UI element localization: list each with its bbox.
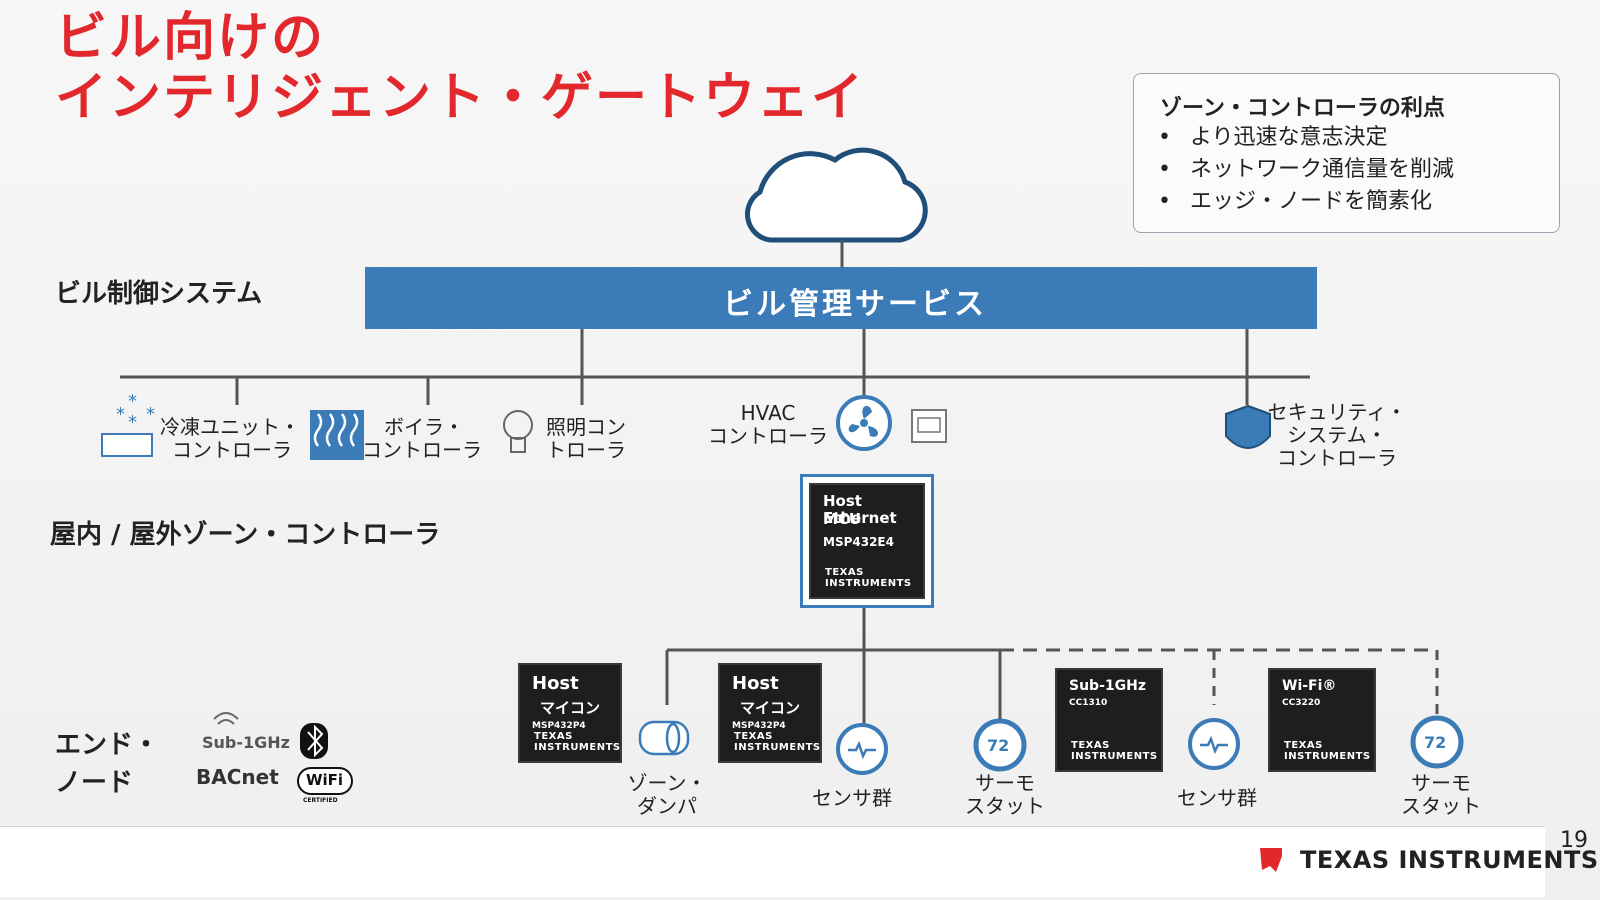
ti-chip-logo: TEXAS INSTRUMENTS [1284,740,1371,762]
sub1ghz-logo-text: Sub-1GHz [202,733,290,752]
chip-subtitle: マイコン [540,699,601,717]
thermostat-label-1: サーモ スタット [960,772,1050,818]
fan-icon [836,395,892,451]
chip-title: Host [732,673,779,694]
label-line: トローラ [546,438,626,462]
thermostat-icon [1410,715,1464,769]
slide-title: ビル向けの インテリジェント・ゲートウェイ [55,8,865,128]
host-ethernet-mcu: Host Ethernet MCU MSP432E4 TEXAS INSTRUM… [800,474,934,608]
ti-logo-icon [1260,848,1282,872]
label-line: ゾーン・ [627,771,707,795]
label-line: サーモ [975,771,1035,795]
thermostat-label-2: サーモ スタット [1396,772,1486,818]
chip-title: Sub-1GHz [1069,678,1146,694]
zone-damper-icon [638,720,690,756]
label-line: サーモ [1411,771,1471,795]
ti-chip-logo: TEXAS INSTRUMENTS [534,731,621,753]
label-line: コントローラ [362,438,482,462]
title-line-2: インテリジェント・ゲートウェイ [55,68,866,128]
end-node-label-line-1: エンド・ [55,730,160,760]
shield-icon [1225,404,1271,449]
svg-text:*: * [128,391,137,412]
label-line: スタット [1401,794,1481,818]
sensors-label-2: センサ群 [1177,786,1257,810]
chip-part: MSP432P4 [532,721,586,731]
lighting-controller-label: 照明コン トローラ [546,416,626,462]
mcu-title-1: Host Ethernet [823,492,897,527]
building-control-label: ビル制御システム [55,279,263,309]
label-line: コントローラ [1277,446,1397,470]
page-number: 19 [1560,828,1588,853]
thermostat-value: 72 [1424,733,1447,752]
ti-chip-logo: TEXAS INSTRUMENTS [734,731,821,753]
chip-part: MSP432P4 [732,721,786,731]
mcu-title-2: MCU [823,510,862,528]
chip-part: CC1310 [1069,698,1108,708]
label-line: HVAC [740,401,796,425]
sensor-icon [1188,718,1240,770]
label-line: 冷凍ユニット・ [160,415,300,439]
label-line: コントローラ [172,438,292,462]
svg-text:*: * [146,404,155,425]
banner-text: ビル管理サービス [723,287,987,322]
thermostat-icon [973,718,1027,772]
sub1ghz-chip: Sub-1GHz CC1310 TEXAS INSTRUMENTS [1055,668,1163,772]
label-line: コントローラ [708,424,828,448]
label-line: ダンパ [637,794,697,818]
freezer-unit-icon [101,433,153,457]
benefit-item: エッジ・ノードを簡素化 [1158,186,1454,218]
chip-title: Host [532,673,579,694]
title-line-1: ビル向けの [55,8,326,68]
wifi-chip: Wi-Fi® CC3220 TEXAS INSTRUMENTS [1268,668,1376,772]
zone-damper-label: ゾーン・ ダンパ [622,772,712,818]
thermostat-value: 72 [987,736,1010,755]
host-mcu-chip-2: Host マイコン MSP432P4 TEXAS INSTRUMENTS [718,663,822,763]
label-line: スタット [965,794,1045,818]
benefits-list: より迅速な意志決定 ネットワーク通信量を削減 エッジ・ノードを簡素化 [1158,122,1454,218]
mcu-part: MSP432E4 [823,535,894,549]
building-management-banner: ビル管理サービス [365,267,1317,329]
benefit-item: ネットワーク通信量を削減 [1158,154,1454,186]
boiler-controller-label: ボイラ・ コントローラ [362,416,482,462]
benefits-box: ゾーン・コントローラの利点 より迅速な意志決定 ネットワーク通信量を削減 エッジ… [1133,73,1560,233]
chip-part: CC3220 [1282,698,1321,708]
svg-text:*: * [116,404,125,425]
ethernet-port-icon [911,409,947,443]
cloud-icon [745,147,928,243]
freezer-controller-label: 冷凍ユニット・ コントローラ [160,416,300,462]
label-line: ボイラ・ [384,415,464,439]
ti-chip-logo: TEXAS INSTRUMENTS [1071,740,1158,762]
zone-controller-label: 屋内 / 屋外ゾーン・コントローラ [50,520,441,550]
label-line: セキュリティ・ [1267,400,1407,424]
label-line: 照明コン [546,415,626,439]
boiler-icon [310,410,364,460]
wifi-logo-text: WiFi [306,771,344,789]
mcu-chip: Host Ethernet MCU MSP432E4 TEXAS INSTRUM… [809,483,925,599]
benefits-heading: ゾーン・コントローラの利点 [1160,96,1445,121]
wifi-certified-text: CERTIFIED [303,797,338,804]
end-node-label-line-2: ノード [55,768,134,798]
benefit-item: より迅速な意志決定 [1158,122,1454,154]
snowflake-icon: **** [116,391,155,433]
bluetooth-icon [300,723,328,759]
bacnet-logo-text: BACnet [196,765,279,789]
chip-title: Wi-Fi® [1282,678,1337,694]
footer-bar [0,826,1545,897]
wifi-logo-icon [297,767,353,795]
light-bulb-icon [503,410,533,453]
footer-brand: TEXAS INSTRUMENTS [1300,846,1599,874]
hvac-controller-label: HVAC コントローラ [702,402,834,448]
signal-waves-icon [213,712,239,725]
security-controller-label: セキュリティ・ システム・ コントローラ [1262,401,1412,470]
label-line: システム・ [1287,423,1387,447]
host-mcu-chip-1: Host マイコン MSP432P4 TEXAS INSTRUMENTS [518,663,622,763]
chip-subtitle: マイコン [740,699,801,717]
svg-text:*: * [128,412,137,433]
sensors-label-1: センサ群 [812,786,892,810]
ti-chip-logo: TEXAS INSTRUMENTS [825,567,912,589]
sensor-icon [836,723,888,775]
